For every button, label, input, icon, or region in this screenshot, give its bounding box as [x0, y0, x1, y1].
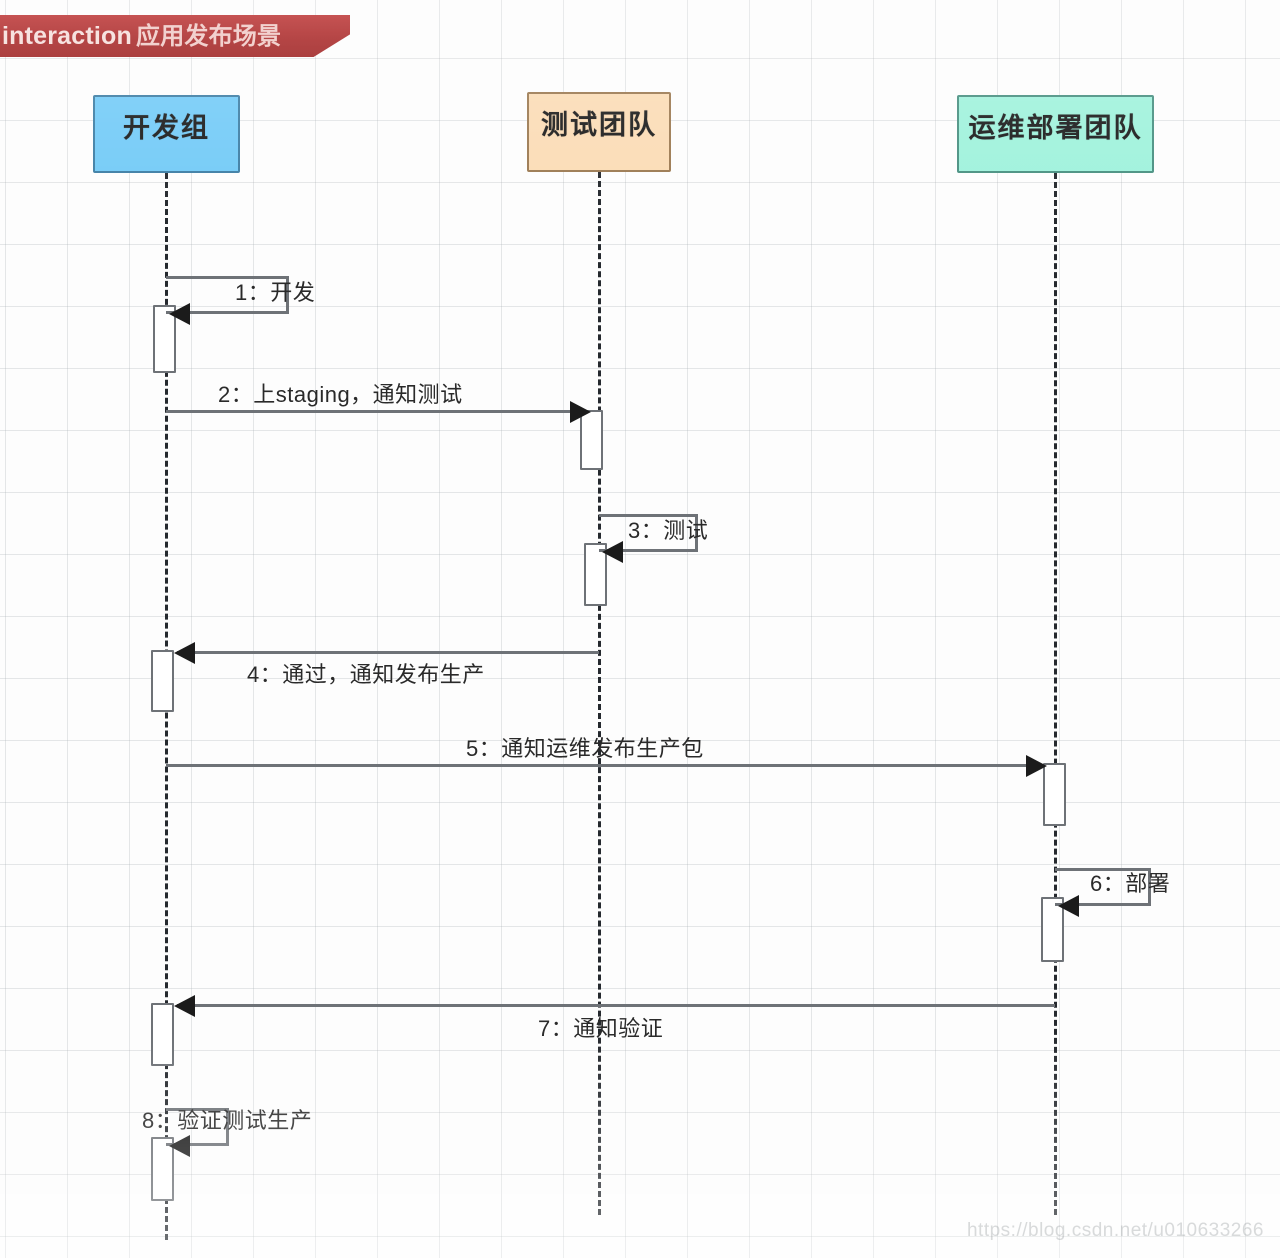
- participant-ops[interactable]: 运维部署团队: [957, 95, 1154, 173]
- message-label-5: 5：通知运维发布生产包: [466, 736, 704, 761]
- participant-dev[interactable]: 开发组: [93, 95, 240, 173]
- frame-keyword: interaction: [2, 21, 132, 50]
- message-label-3: 3：测试: [628, 518, 709, 543]
- arrow-head-7: [174, 995, 195, 1017]
- message-line-4: [177, 651, 599, 654]
- message-line-7: [177, 1004, 1055, 1007]
- activation-bar-act-qa-1: [580, 410, 603, 470]
- participant-label-ops: 运维部署团队: [968, 113, 1143, 143]
- participant-label-qa: 测试团队: [541, 110, 657, 140]
- message-label-6: 6：部署: [1090, 871, 1171, 896]
- frame-name: 应用发布场景: [136, 22, 282, 50]
- activation-bar-act-dev-3: [151, 1003, 174, 1066]
- message-line-2: [166, 410, 588, 413]
- participant-label-dev: 开发组: [123, 113, 210, 143]
- activation-bar-act-ops-1: [1043, 763, 1066, 826]
- message-line-5: [166, 764, 1044, 767]
- lifeline-qa: [598, 172, 601, 1215]
- activation-bar-act-dev-4: [151, 1137, 174, 1201]
- message-label-1: 1：开发: [235, 280, 316, 305]
- self-message-loop-6: [1055, 868, 1151, 906]
- activation-bar-act-qa-2: [584, 543, 607, 606]
- arrow-head-6: [1058, 895, 1079, 917]
- lifeline-ops: [1054, 173, 1057, 1215]
- watermark: https://blog.csdn.net/u010633266: [966, 1220, 1264, 1241]
- self-message-loop-1: [166, 276, 289, 314]
- activation-bar-act-dev-2: [151, 650, 174, 712]
- message-label-7: 7：通知验证: [538, 1016, 664, 1041]
- message-label-2: 2：上staging，通知测试: [218, 382, 463, 407]
- arrow-head-5: [1026, 755, 1047, 777]
- arrow-head-3: [602, 541, 623, 563]
- participant-qa[interactable]: 测试团队: [527, 92, 671, 172]
- message-label-4: 4：通过，通知发布生产: [247, 662, 485, 687]
- self-message-loop-3: [599, 514, 698, 552]
- arrow-head-1: [169, 303, 190, 325]
- message-label-8: 8：验证测试生产: [142, 1108, 313, 1133]
- self-message-loop-8: [166, 1108, 229, 1146]
- arrow-head-8: [169, 1135, 190, 1157]
- arrow-head-4: [174, 642, 195, 664]
- arrow-head-2: [570, 401, 591, 423]
